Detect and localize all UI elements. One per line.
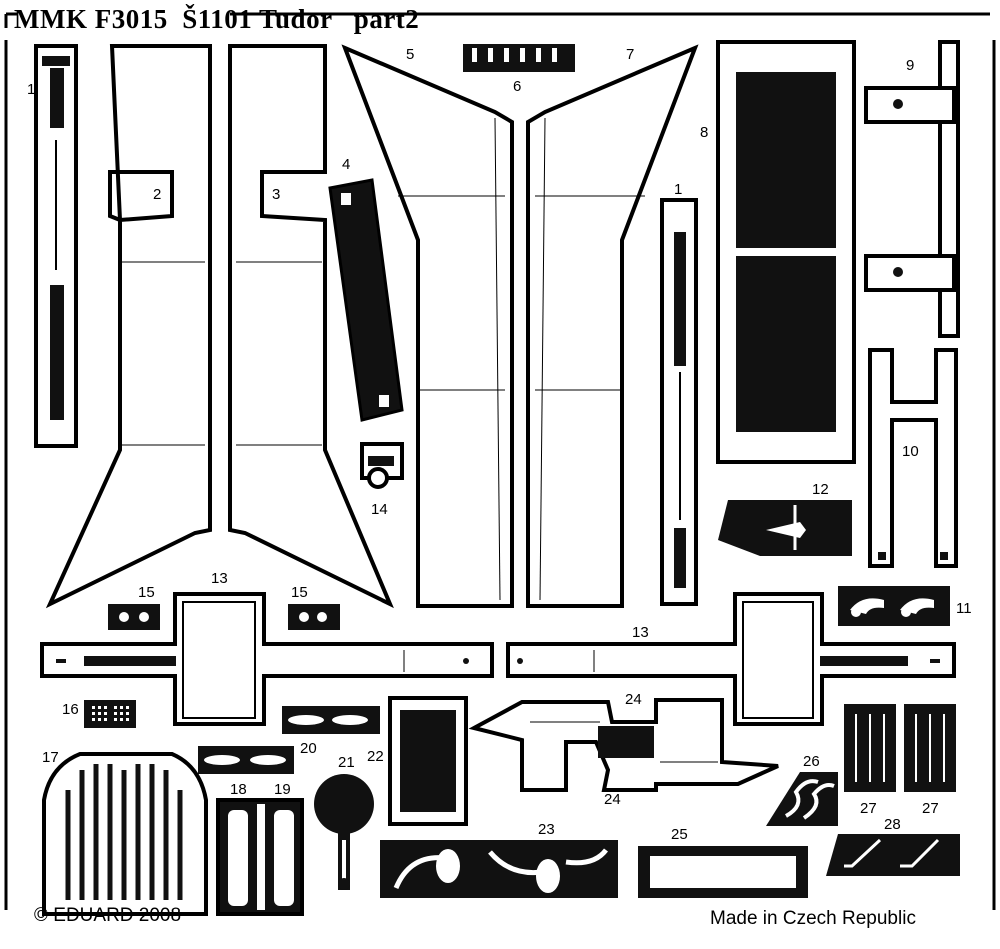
part-13-left — [40, 592, 494, 726]
label-part-25: 25 — [671, 826, 688, 843]
part-2 — [45, 44, 212, 609]
part-18-19 — [216, 798, 304, 916]
label-part-22: 22 — [367, 748, 384, 765]
label-part-23: 23 — [538, 821, 555, 838]
label-part-20: 20 — [300, 740, 317, 757]
part-24 — [468, 698, 779, 792]
label-part-14: 14 — [371, 501, 388, 518]
label-part-15-left: 15 — [138, 584, 155, 601]
label-part-24-top: 24 — [625, 691, 642, 708]
part-4 — [328, 178, 404, 422]
label-part-13-right: 13 — [632, 624, 649, 641]
part-22 — [388, 696, 468, 826]
part-9 — [864, 40, 960, 338]
origin-text: Made in Czech Republic — [710, 908, 916, 929]
label-part-17: 17 — [42, 749, 59, 766]
part-1-right — [660, 198, 698, 606]
part-labels: 1 1 2 3 4 5 6 7 8 9 10 11 12 13 13 14 15… — [27, 46, 972, 843]
label-part-13-left: 13 — [211, 570, 228, 587]
part-3 — [228, 44, 394, 609]
label-part-18: 18 — [230, 781, 247, 798]
label-part-28: 28 — [884, 816, 901, 833]
part-23 — [380, 840, 618, 898]
part-8 — [716, 40, 856, 464]
label-part-26: 26 — [803, 753, 820, 770]
part-25 — [638, 846, 808, 898]
label-part-24-bottom: 24 — [604, 791, 621, 808]
label-part-19: 19 — [274, 781, 291, 798]
label-part-2: 2 — [153, 186, 161, 203]
label-part-4: 4 — [342, 156, 350, 173]
label-part-8: 8 — [700, 124, 708, 141]
part-16 — [84, 700, 136, 728]
part-5 — [341, 44, 514, 608]
part-11 — [838, 586, 950, 626]
label-part-12: 12 — [812, 481, 829, 498]
label-part-21: 21 — [338, 754, 355, 771]
label-part-9: 9 — [906, 57, 914, 74]
part-15-left — [108, 604, 160, 630]
label-part-1-left: 1 — [27, 81, 35, 98]
label-part-27-left: 27 — [860, 800, 877, 817]
part-14 — [360, 442, 404, 489]
copyright-text: © EDUARD 2008 — [34, 905, 182, 926]
label-part-6: 6 — [513, 78, 521, 95]
label-part-7: 7 — [626, 46, 634, 63]
part-7 — [526, 44, 699, 608]
label-part-16: 16 — [62, 701, 79, 718]
part-1-left — [34, 44, 78, 448]
part-21 — [314, 774, 374, 890]
label-part-11: 11 — [956, 600, 972, 617]
label-part-27-right: 27 — [922, 800, 939, 817]
label-part-5: 5 — [406, 46, 414, 63]
part-28 — [826, 834, 960, 876]
part-13-right — [506, 592, 956, 726]
label-part-15-right: 15 — [291, 584, 308, 601]
part-20 — [198, 706, 380, 774]
fret-title: MMK F3015 Š1101 Tudor part2 — [14, 4, 420, 34]
part-15-right — [288, 604, 340, 630]
part-10 — [868, 348, 958, 568]
part-17 — [42, 752, 208, 916]
part-27-left — [844, 704, 896, 792]
label-part-1-right: 1 — [674, 181, 682, 198]
label-part-10: 10 — [902, 443, 919, 460]
part-12 — [718, 500, 852, 556]
label-part-3: 3 — [272, 186, 280, 203]
fret-frame — [4, 12, 996, 910]
part-6 — [463, 44, 575, 72]
part-26 — [766, 772, 838, 826]
part-27-right — [904, 704, 956, 792]
